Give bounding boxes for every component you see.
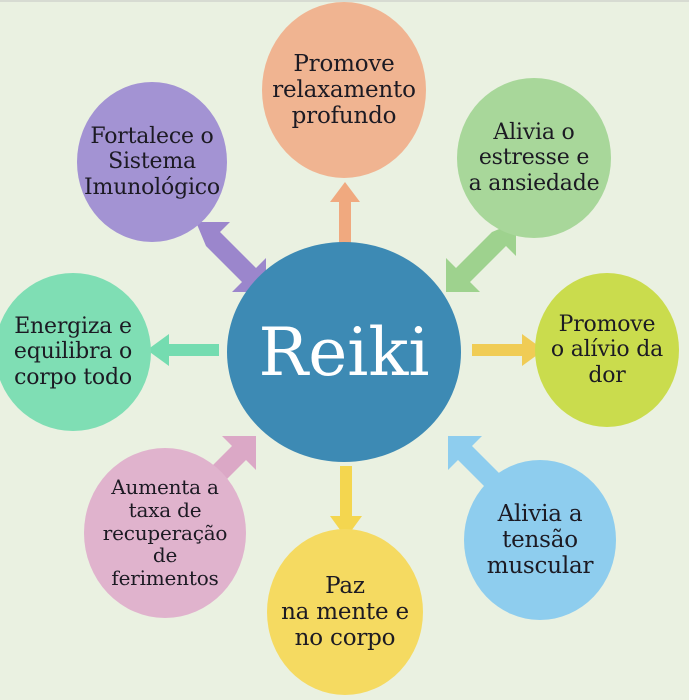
benefit-bubble-estresse[interactable]: Alivia o estresse e a ansiedade (457, 78, 611, 238)
arrow-shape (330, 182, 360, 254)
benefit-bubble-energiza[interactable]: Energiza e equilibra o corpo todo (0, 273, 151, 431)
arrow-to-estresse (444, 222, 516, 294)
arrow-to-imunologico (196, 222, 268, 294)
arrow-to-relaxamento (330, 182, 360, 254)
center-label: Reiki (258, 313, 430, 391)
benefit-label-energiza: Energiza e equilibra o corpo todo (13, 314, 133, 390)
benefit-label-recuperacao: Aumenta a taxa de recuperação de ferimen… (102, 475, 228, 591)
top-divider (0, 0, 689, 2)
benefit-label-dor: Promove o alívio da dor (550, 312, 664, 388)
benefit-label-imunologico: Fortalece o Sistema Imunológico (84, 124, 220, 200)
benefit-bubble-recuperacao[interactable]: Aumenta a taxa de recuperação de ferimen… (84, 448, 246, 618)
arrow-shape (196, 222, 266, 292)
arrow-to-paz (330, 466, 362, 538)
benefit-label-estresse: Alivia o estresse e a ansiedade (468, 120, 600, 196)
benefit-bubble-tensao[interactable]: Alivia a tensão muscular (464, 460, 616, 620)
arrow-shape (330, 466, 362, 538)
benefit-label-tensao: Alivia a tensão muscular (486, 500, 594, 580)
benefit-bubble-relaxamento[interactable]: Promove relaxamento profundo (262, 2, 426, 178)
arrow-to-dor (472, 334, 544, 366)
center-bubble-reiki[interactable]: Reiki (227, 242, 461, 462)
arrow-shape (472, 334, 544, 366)
benefit-label-paz: Paz na mente e no corpo (281, 572, 409, 652)
benefit-bubble-paz[interactable]: Paz na mente e no corpo (267, 529, 423, 695)
benefit-label-relaxamento: Promove relaxamento profundo (272, 50, 416, 130)
benefit-bubble-imunologico[interactable]: Fortalece o Sistema Imunológico (77, 82, 227, 242)
arrow-shape (147, 334, 219, 366)
arrow-to-energiza (147, 334, 219, 366)
arrow-shape (446, 222, 516, 292)
benefit-bubble-dor[interactable]: Promove o alívio da dor (535, 273, 679, 427)
